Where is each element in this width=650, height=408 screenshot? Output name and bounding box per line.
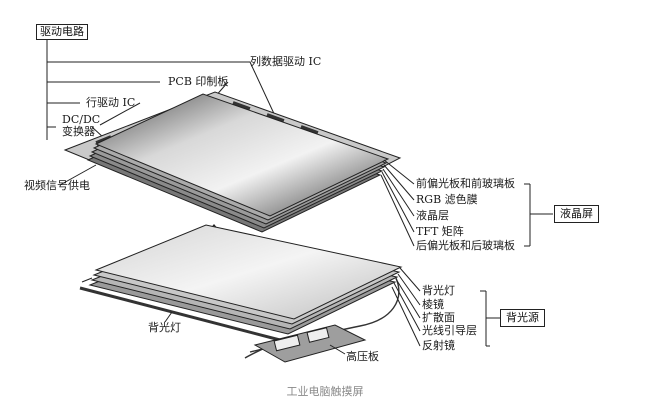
figure-caption: 工业电脑触摸屏	[0, 383, 650, 399]
tft-matrix-label: TFT 矩阵	[416, 226, 464, 238]
drive-circuit-label: 驱动电路	[40, 25, 84, 38]
dcdc-label-line2: 变换器	[62, 126, 95, 138]
reflector-label: 反射镜	[422, 340, 455, 352]
high-voltage-board-label: 高压板	[346, 351, 379, 363]
liquid-crystal-layer-label: 液晶层	[416, 210, 449, 222]
pcb-board-label: PCB 印制板	[168, 76, 228, 88]
video-signal-power-label: 视频信号供电	[24, 180, 90, 192]
backlight-source-box: 背光源	[500, 309, 545, 327]
drive-circuit-box: 驱动电路	[36, 24, 88, 40]
backlight-source-label: 背光源	[506, 311, 539, 324]
front-polarizer-glass-label: 前偏光板和前玻璃板	[416, 178, 515, 190]
column-driver-ic-label: 列数据驱动 IC	[250, 56, 321, 68]
rgb-filter-label: RGB 滤色膜	[416, 194, 478, 206]
backlight-left-label: 背光灯	[148, 322, 181, 334]
lcd-panel-label: 液晶屏	[560, 207, 593, 220]
row-driver-ic-label: 行驱动 IC	[86, 97, 135, 109]
lcd-glass-stack	[88, 94, 388, 232]
light-guide-label: 光线引导层	[422, 325, 477, 337]
backlight-lamp-label: 背光灯	[422, 285, 455, 297]
rear-polarizer-glass-label: 后偏光板和后玻璃板	[416, 240, 515, 252]
prism-label: 棱镜	[422, 299, 444, 311]
diffuser-label: 扩散面	[422, 312, 455, 324]
lcd-panel-box: 液晶屏	[554, 205, 599, 223]
